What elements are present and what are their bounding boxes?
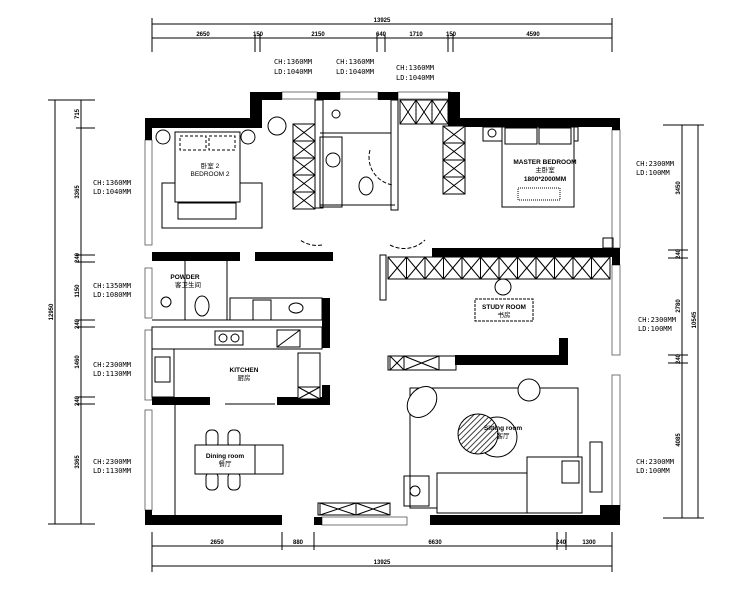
- left-dimensions: 12950 715 3365 240 1150 240 1460 240 336…: [48, 99, 95, 525]
- shelf: [589, 441, 603, 493]
- note-right-2-ld: LD:100MM: [638, 325, 672, 333]
- note-left-4-ch: CH:2300MM: [93, 458, 131, 466]
- note-left-3-ch: CH:2300MM: [93, 361, 131, 369]
- dim-left-8: 3365: [75, 455, 81, 469]
- dim-bottom-3: 6630: [428, 540, 442, 546]
- note-top-2-ch: CH:1360MM: [336, 58, 374, 66]
- dim-bottom-4: 240: [556, 540, 567, 546]
- dim-bottom-total: 13925: [374, 560, 391, 566]
- dim-top-1: 2650: [196, 32, 210, 38]
- bed: [174, 131, 241, 203]
- dim-left-5: 240: [75, 318, 81, 329]
- dim-right-2: 240: [676, 248, 682, 259]
- dim-bottom-1: 2650: [210, 540, 224, 546]
- chair-icon: [494, 278, 512, 296]
- armchair-icon: [267, 116, 287, 136]
- shower-icon: [331, 109, 341, 119]
- sitting-label-cn: 客厅: [497, 431, 511, 440]
- right-dimensions: 3450 240 2780 240 4085 10545: [663, 124, 704, 519]
- lamp-icon: [155, 129, 171, 145]
- sink-icon: [160, 296, 172, 308]
- lounge-chair-icon: [406, 386, 438, 418]
- dim-right-5: 4085: [676, 433, 682, 447]
- kitchen-label-cn: 厨房: [238, 373, 251, 382]
- powder-label-en: POWDER: [170, 274, 200, 281]
- study-label-cn: 书房: [498, 310, 511, 319]
- coffee-table: [457, 413, 499, 455]
- side-table: [403, 475, 430, 507]
- powder-room: POWDER 客卫生间: [152, 261, 323, 321]
- dim-left-1: 715: [75, 108, 81, 119]
- kitchen-sink-icon: [154, 356, 171, 383]
- dim-right-total: 10545: [692, 311, 698, 328]
- dim-top-5: 1710: [409, 32, 423, 38]
- dim-top-4: 640: [376, 32, 387, 38]
- dim-left-2: 3365: [75, 185, 81, 199]
- dim-right-3: 2780: [676, 299, 682, 313]
- master-bed: [501, 126, 575, 208]
- dining-room: Dining room 餐厅: [194, 429, 284, 491]
- kitchen: KITCHEN 厨房: [151, 326, 323, 515]
- dim-top-2: 150: [253, 32, 264, 38]
- dim-right-1: 3450: [676, 181, 682, 195]
- study-room: STUDY ROOM 书房: [379, 254, 534, 322]
- bedroom-2: 卧室 2 BEDROOM 2: [155, 116, 287, 229]
- dining-table: [194, 444, 284, 475]
- note-top-1-ch: CH:1360MM: [274, 58, 312, 66]
- note-right-3-ld: LD:100MM: [636, 467, 670, 475]
- sitting-room: Sitting room 客厅: [317, 355, 603, 516]
- walls: [145, 92, 620, 525]
- note-left-4-ld: LD:1130MM: [93, 467, 131, 475]
- master-bedroom: MASTER BEDROOM 主卧室 1800*2000MM: [482, 126, 614, 249]
- sink-icon: [325, 152, 341, 168]
- dim-bottom-5: 1300: [582, 540, 596, 546]
- top-dimensions: 13925 2650 150 2150 640 1710 150 4590: [151, 18, 613, 52]
- powder-label-cn: 客卫生间: [175, 280, 201, 289]
- master-bed-size: 1800*2000MM: [524, 176, 566, 183]
- toilet-icon: [358, 176, 374, 196]
- bottom-dimensions: 2650 880 6630 240 1300 13925: [151, 532, 613, 572]
- note-right-3-ch: CH:2300MM: [636, 458, 674, 466]
- note-top-1-ld: LD:1040MM: [274, 68, 312, 76]
- dim-top-total: 13925: [374, 18, 391, 24]
- note-left-1-ld: LD:1040MM: [93, 188, 131, 196]
- master-label-en: MASTER BEDROOM: [513, 159, 576, 166]
- dining-label-en: Dining room: [206, 453, 244, 460]
- dim-top-3: 2150: [311, 32, 325, 38]
- dim-left-6: 1460: [75, 355, 81, 369]
- cooktop-icon: [214, 330, 244, 346]
- note-top-2-ld: LD:1040MM: [336, 68, 374, 76]
- note-right-1-ch: CH:2300MM: [636, 160, 674, 168]
- dim-left-7: 240: [75, 395, 81, 406]
- note-left-2-ld: LD:1080MM: [93, 291, 131, 299]
- dim-left-total: 12950: [49, 303, 55, 320]
- sofa: [436, 472, 530, 514]
- note-left-1-ch: CH:1360MM: [93, 179, 131, 187]
- sitting-label-en: Sitting room: [484, 425, 522, 432]
- note-left-2-ch: CH:1350MM: [93, 282, 131, 290]
- dim-top-6: 150: [446, 32, 457, 38]
- bathroom: [299, 99, 426, 249]
- note-top-3-ch: CH:1360MM: [396, 64, 434, 72]
- note-left-3-ld: LD:1130MM: [93, 370, 131, 378]
- dim-top-7: 4590: [526, 32, 540, 38]
- note-top-3-ld: LD:1040MM: [396, 74, 434, 82]
- note-right-1-ld: LD:100MM: [636, 169, 670, 177]
- toilet-icon: [194, 295, 210, 317]
- dim-left-3: 240: [75, 252, 81, 263]
- study-label-en: STUDY ROOM: [482, 304, 526, 311]
- dim-bottom-2: 880: [293, 540, 304, 546]
- lamp-icon: [240, 129, 256, 145]
- dim-left-4: 1150: [75, 284, 81, 298]
- dim-right-4: 240: [676, 353, 682, 364]
- note-right-2-ch: CH:2300MM: [638, 316, 676, 324]
- master-label-cn: 主卧室: [535, 165, 555, 174]
- bedroom2-label-cn: 卧室 2: [201, 161, 220, 170]
- wardrobes: [292, 99, 611, 516]
- dining-label-cn: 餐厅: [219, 459, 233, 468]
- kitchen-label-en: KITCHEN: [230, 367, 259, 374]
- bedroom2-label-en: BEDROOM 2: [190, 171, 229, 178]
- ceiling-notes: CH:1360MM LD:1040MM CH:1360MM LD:1040MM …: [93, 58, 676, 475]
